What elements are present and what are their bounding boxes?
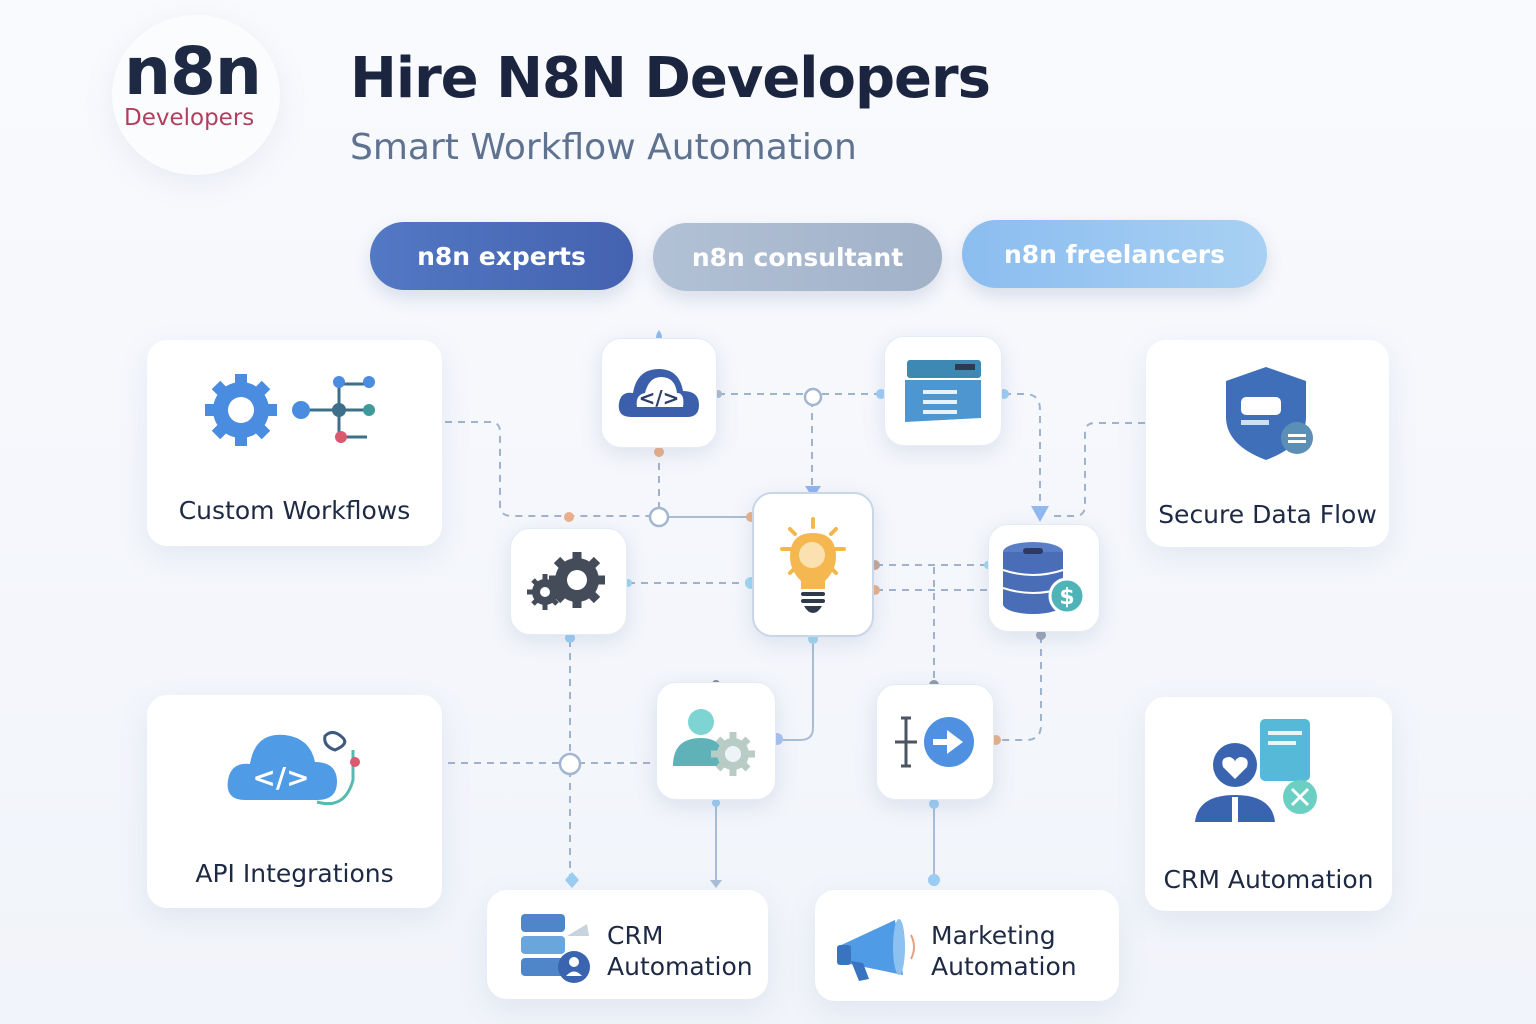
card-label-line2: Automation bbox=[931, 952, 1077, 981]
user-gear-icon bbox=[673, 709, 755, 776]
card-label: API Integrations bbox=[195, 859, 394, 888]
page-subtitle: Smart Workflow Automation bbox=[350, 127, 857, 168]
logo: n8n Developers bbox=[112, 15, 280, 175]
svg-text:$: $ bbox=[1059, 585, 1074, 610]
browser-window-icon bbox=[905, 360, 981, 422]
crm-user-icon bbox=[1195, 719, 1317, 822]
card-crm-automation-right[interactable]: CRM Automation bbox=[1145, 697, 1392, 911]
node-input-arrow[interactable] bbox=[876, 684, 994, 800]
card-label: CRM Automation bbox=[1163, 865, 1374, 894]
cloud-code-icon: </> bbox=[618, 369, 699, 417]
input-arrow-icon bbox=[895, 716, 974, 768]
page-title: Hire N8N Developers bbox=[350, 46, 991, 111]
node-database-dollar[interactable]: $ bbox=[988, 524, 1100, 632]
card-api-integrations[interactable]: </> API Integrations bbox=[147, 695, 442, 908]
node-cloud-code[interactable]: </> bbox=[601, 338, 717, 448]
node-browser-window[interactable] bbox=[884, 336, 1002, 446]
cloud-code-icon: </> bbox=[227, 731, 360, 806]
database-dollar-icon: $ bbox=[1002, 542, 1086, 615]
logo-mark: n8n bbox=[124, 33, 262, 110]
card-label-line2: Automation bbox=[607, 952, 753, 981]
svg-text:</>: </> bbox=[252, 761, 309, 794]
card-label: Custom Workflows bbox=[178, 496, 411, 525]
gears-icon bbox=[526, 551, 605, 610]
pill-n8n-experts[interactable]: n8n experts bbox=[370, 222, 633, 290]
node-lightbulb[interactable] bbox=[752, 492, 874, 637]
card-label-line1: Marketing bbox=[931, 921, 1056, 950]
lightbulb-icon bbox=[780, 516, 846, 613]
card-secure-data-flow[interactable]: Secure Data Flow bbox=[1146, 340, 1389, 547]
card-label: Secure Data Flow bbox=[1158, 500, 1377, 529]
node-user-gear[interactable] bbox=[656, 682, 776, 800]
card-marketing-automation[interactable]: Marketing Automation bbox=[815, 890, 1119, 1001]
megaphone-icon bbox=[837, 919, 915, 981]
card-crm-automation-bottom[interactable]: CRM Automation bbox=[487, 890, 768, 999]
gear-workflow-icon bbox=[205, 374, 375, 446]
database-user-icon bbox=[521, 914, 590, 983]
shield-icon bbox=[1226, 367, 1313, 460]
pill-n8n-freelancers[interactable]: n8n freelancers bbox=[962, 220, 1267, 288]
card-custom-workflows[interactable]: Custom Workflows bbox=[147, 340, 442, 546]
card-label-line1: CRM bbox=[607, 921, 664, 950]
pill-n8n-consultant[interactable]: n8n consultant bbox=[653, 223, 942, 291]
node-gears[interactable] bbox=[510, 528, 627, 635]
logo-sub: Developers bbox=[124, 105, 255, 131]
svg-text:</>: </> bbox=[639, 386, 680, 410]
